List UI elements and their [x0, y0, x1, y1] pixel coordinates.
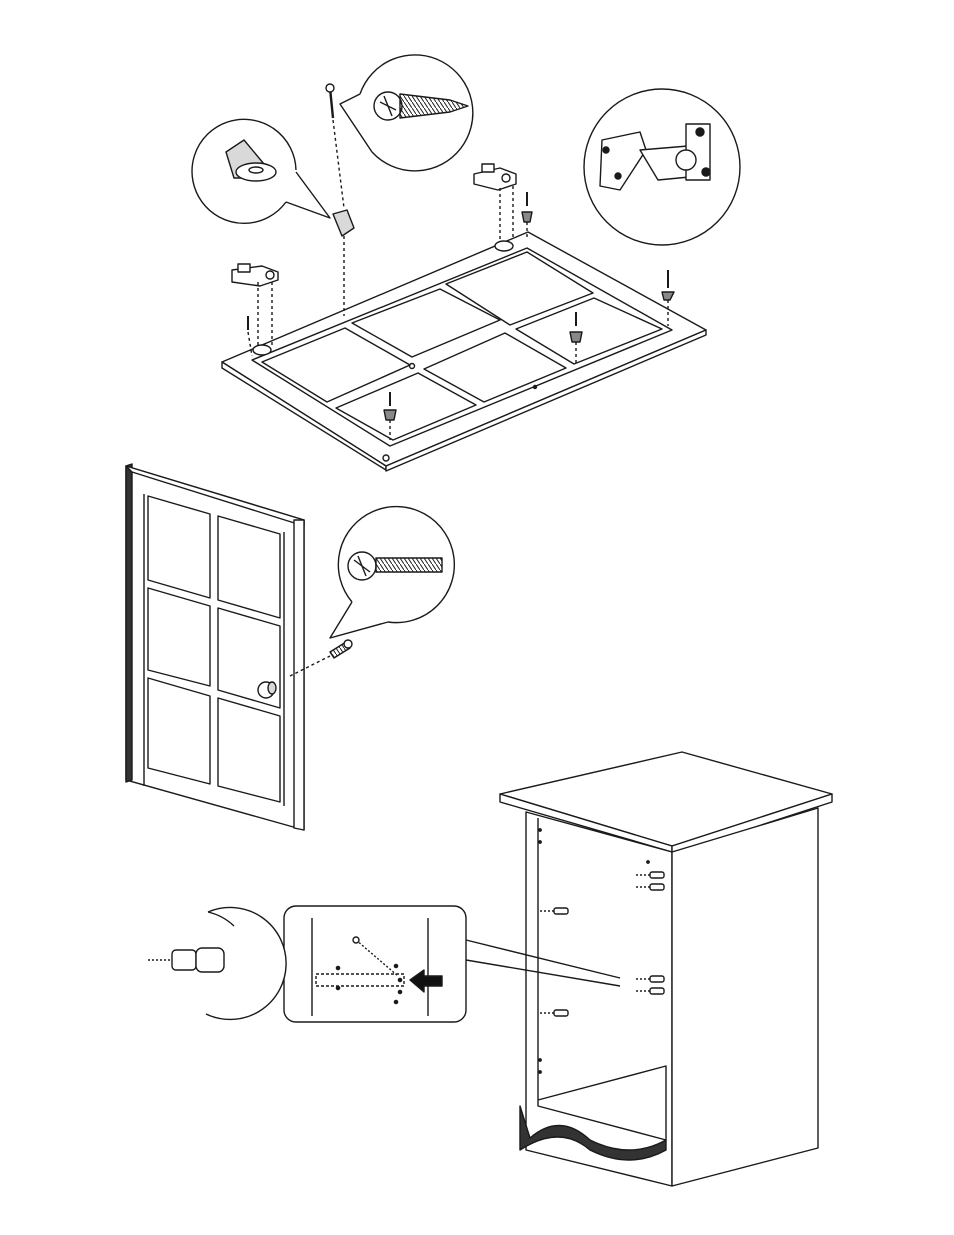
knob-step: [126, 464, 454, 830]
shelf-pin-step: [148, 752, 832, 1186]
callout-shelf-pin: [148, 907, 286, 1019]
callout-wood-screw: [340, 55, 473, 171]
cabinet: [500, 752, 832, 1186]
callout-hinge: [584, 89, 740, 245]
door-panel-upright: [126, 464, 304, 830]
door-panel-flat: [222, 232, 706, 471]
hinge-right: [474, 164, 516, 251]
door-stop-1: [333, 210, 354, 316]
callout-machine-screw: [330, 507, 454, 638]
callout-door-stop: [192, 119, 330, 223]
door-hinge-step: [192, 55, 740, 471]
